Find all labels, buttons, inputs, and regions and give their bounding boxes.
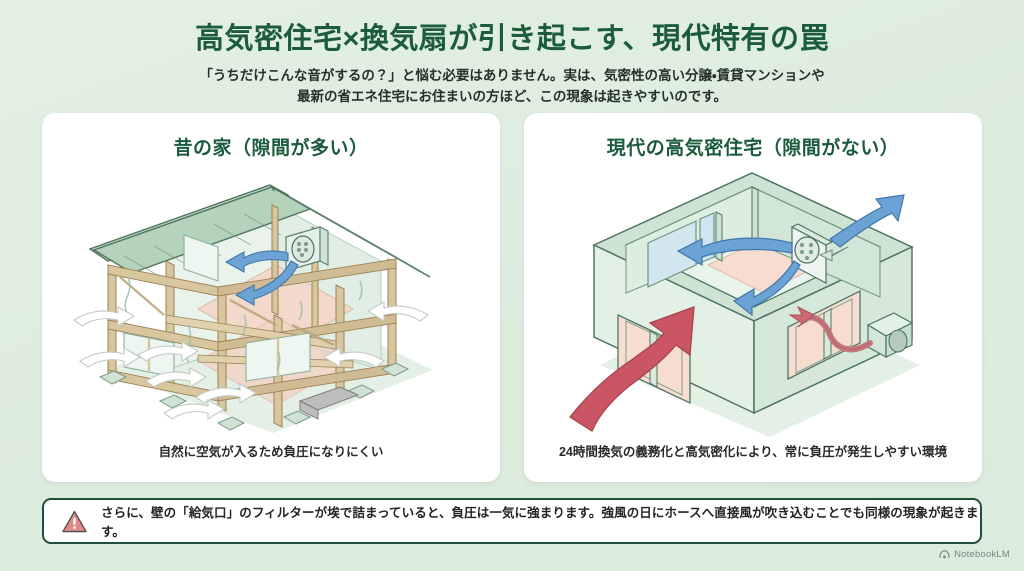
subtitle-line-1: 「うちだけこんな音がするの？」と悩む必要はありません。実は、気密性の高い分譲・賃… bbox=[199, 68, 825, 83]
panel-old-house-caption: 自然に空気が入るため負圧になりにくい bbox=[158, 445, 384, 459]
modern-house-illustration bbox=[530, 165, 976, 437]
old-house-illustration bbox=[48, 165, 494, 437]
notebooklm-logo-icon bbox=[939, 550, 950, 559]
subtitle-line-2: 最新の省エネ住宅にお住まいの方ほど、この現象は起きやすいのです。 bbox=[297, 89, 727, 104]
page-title: 高気密住宅×換気扇が引き起こす、現代特有の罠 bbox=[194, 23, 830, 55]
panel-modern-house-title: 現代の高気密住宅（隙間がない） bbox=[606, 138, 900, 159]
panel-modern-house: 現代の高気密住宅（隙間がない） bbox=[524, 113, 982, 482]
warning-triangle-icon bbox=[62, 510, 87, 532]
watermark: NotebookLM bbox=[939, 549, 1010, 560]
header: 高気密住宅×換気扇が引き起こす、現代特有の罠 「うちだけこんな音がするの？」と悩… bbox=[0, 0, 1024, 107]
watermark-label: NotebookLM bbox=[954, 549, 1010, 560]
warning-banner: さらに、壁の「給気口」のフィルターが埃で詰まっていると、負圧は一気に強まります。… bbox=[42, 498, 982, 544]
panel-modern-house-caption: 24時間換気の義務化と高気密化により、常に負圧が発生しやすい環境 bbox=[558, 445, 948, 459]
page-subtitle: 「うちだけこんな音がするの？」と悩む必要はありません。実は、気密性の高い分譲・賃… bbox=[0, 56, 1024, 107]
comparison-panels: 昔の家（隙間が多い） bbox=[42, 113, 982, 482]
panel-old-house: 昔の家（隙間が多い） bbox=[42, 113, 500, 482]
warning-text: さらに、壁の「給気口」のフィルターが埃で詰まっていると、負圧は一気に強まります。… bbox=[101, 506, 979, 539]
panel-old-house-title: 昔の家（隙間が多い） bbox=[173, 138, 369, 159]
